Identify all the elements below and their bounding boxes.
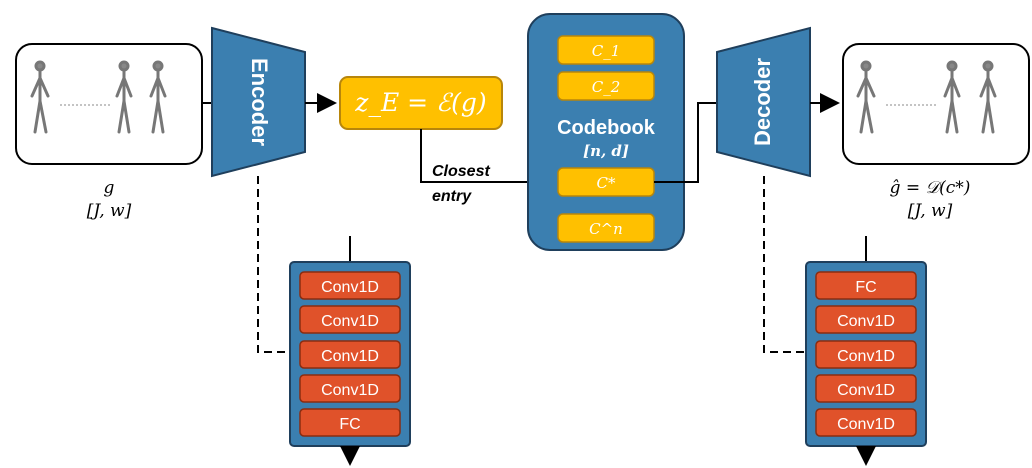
encoder-label: Encoder [247,58,272,146]
decoder-layer-3-label: Conv1D [837,348,895,365]
encoder-detail-dashed-connector [257,176,290,353]
encoder-layer-4: Conv1D [299,374,401,403]
input-symbol: g [104,178,115,198]
decoder-layer-5: Conv1D [815,408,917,437]
encoder-layer-3: Conv1D [299,340,401,369]
codebook-entry-cstar: C* [557,167,655,197]
codebook-entry-cn: C^n [557,213,655,243]
encoder-layer-1: Conv1D [299,271,401,300]
closest-entry-line1: Closest [432,163,490,180]
input-shape: [J, w] [87,201,132,221]
codebook-entry-c1-label: C_1 [592,42,621,60]
encoder-layer-1-label: Conv1D [321,279,379,296]
decoder-block: Decoder [716,26,811,178]
decoder-layer-2: Conv1D [815,305,917,334]
output-shape: [J, w] [908,201,953,221]
decoder-layer-5-label: Conv1D [837,416,895,433]
output-motion-frame [842,43,1030,165]
encoder-block: Encoder [211,26,306,178]
encoder-layer-2-label: Conv1D [321,313,379,330]
codebook-entry-c2: C_2 [557,71,655,101]
latent-formula: z_E = ℰ(g) [354,88,486,117]
encoder-layer-3-label: Conv1D [321,348,379,365]
encoder-layer-2: Conv1D [299,305,401,334]
closest-entry-arrow [420,129,557,192]
decoder-layer-2-label: Conv1D [837,313,895,330]
input-motion-frame [15,43,203,165]
codebook-shape: [n, d] [583,142,629,160]
codebook-panel: C_1 C_2 Codebook [n, d] C* C^n [527,13,685,251]
decoder-layer-4-label: Conv1D [837,382,895,399]
decoder-layer-1: FC [815,271,917,300]
codebook-entry-cstar-label: C* [597,174,616,192]
codebook-to-decoder-line [654,102,717,183]
codebook-entry-c2-label: C_2 [592,78,621,96]
codebook-title: Codebook [557,117,656,139]
output-symbol: ĝ = 𝒟(c*) [890,178,971,198]
output-skeleton-figures [856,60,997,134]
decoder-layer-1-label: FC [855,279,876,296]
closest-entry-line2: entry [432,188,472,205]
codebook-entry-c1: C_1 [557,35,655,65]
encoder-layer-stack: Conv1D Conv1D Conv1D Conv1D FC [289,261,411,447]
decoder-layer-4: Conv1D [815,374,917,403]
codebook-entry-cn-label: C^n [589,220,623,238]
encoder-layer-5: FC [299,408,401,437]
encoder-layer-5-label: FC [339,416,360,433]
decoder-detail-dashed-connector [763,176,805,353]
input-skeleton-figures [30,60,167,134]
encoder-layer-4-label: Conv1D [321,382,379,399]
latent-box: z_E = ℰ(g) [339,76,503,130]
decoder-layer-3: Conv1D [815,340,917,369]
decoder-label: Decoder [750,58,775,146]
decoder-layer-stack: FC Conv1D Conv1D Conv1D Conv1D [805,261,927,447]
